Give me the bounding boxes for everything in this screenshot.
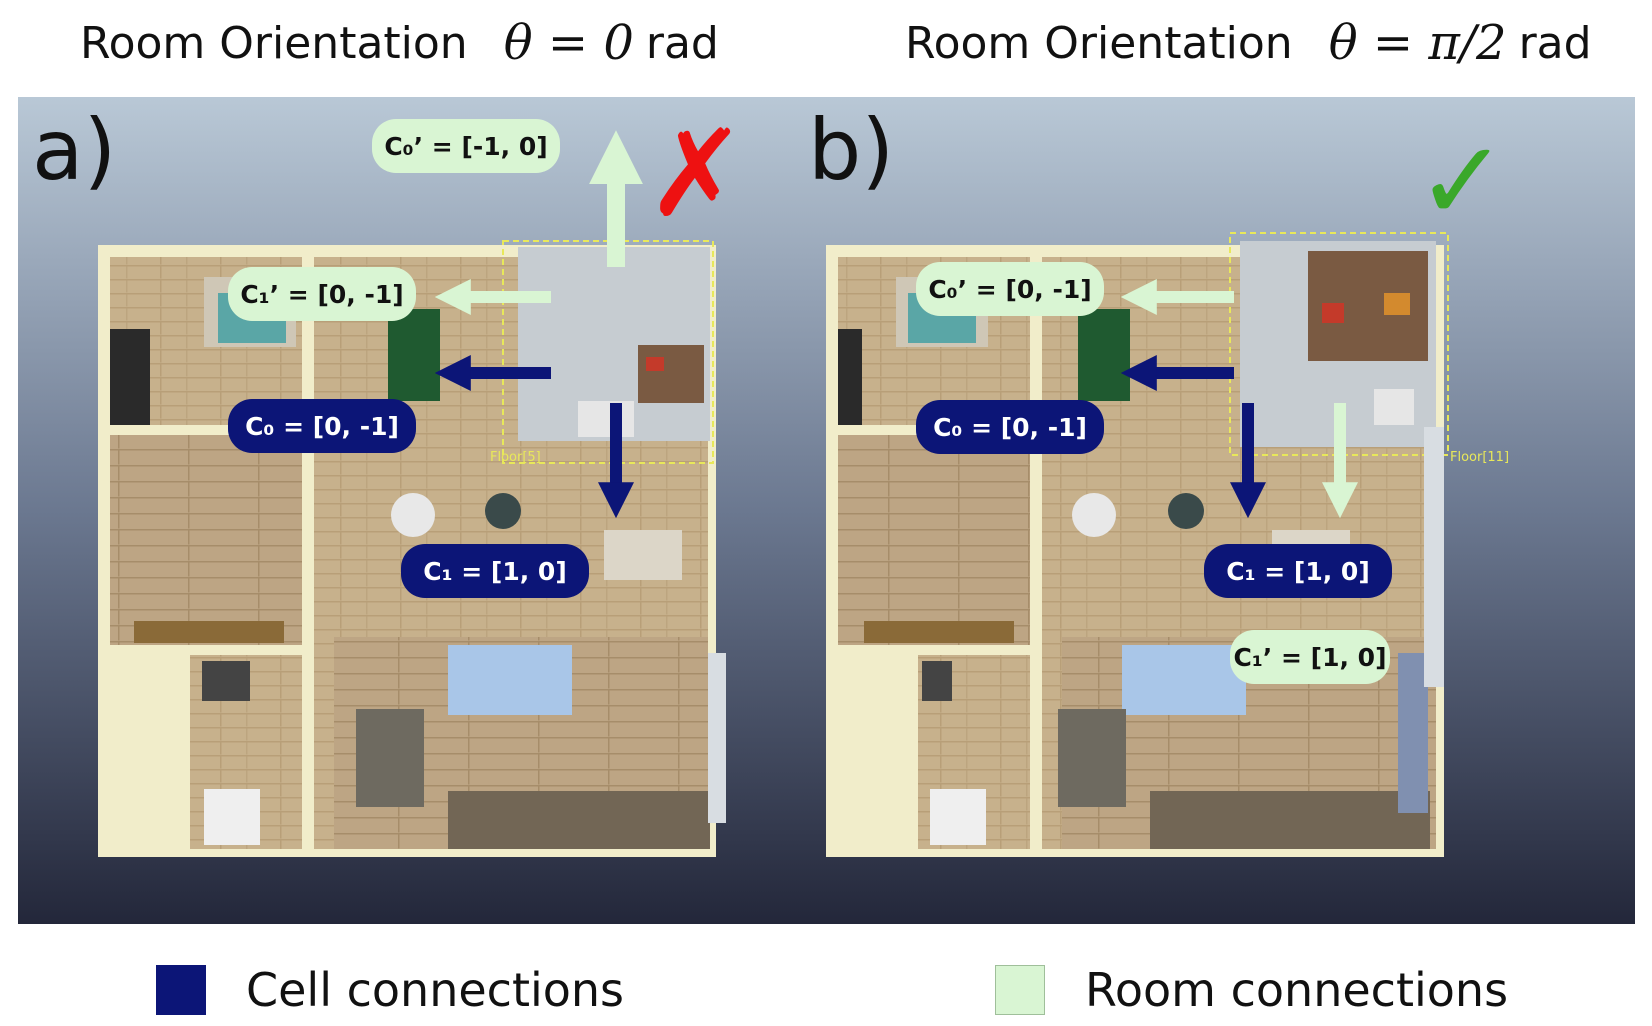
panel-a-c0-room-text: C₀’ = [-1, 0] — [384, 132, 547, 161]
panel-b-c0-cell-text: C₀ = [0, -1] — [933, 413, 1087, 442]
panel-b-check-icon: ✓ — [1416, 117, 1508, 245]
panel-a-c0-cell-text: C₀ = [0, -1] — [245, 412, 399, 441]
legend-cell-swatch — [156, 965, 206, 1015]
title-b-text: Room Orientation — [905, 17, 1293, 69]
panel-a-label-c1-room: C₁’ = [0, -1] — [228, 267, 416, 321]
panel-b-label-c0-room: C₀’ = [0, -1] — [916, 262, 1104, 316]
panel-b-label-c1-room: C₁’ = [1, 0] — [1230, 630, 1390, 684]
title-panel-b: Room Orientation θ = π/2 rad — [905, 8, 1592, 78]
panel-a-floor-tag: Floor[5] — [490, 450, 541, 465]
panel-a-letter: a) — [32, 101, 116, 199]
floorplan-scene: Floor[5] C₀’ = [-1, 0] C₁’ = [0, -1] C₀ … — [18, 97, 1635, 924]
panel-b-c1-room-text: C₁’ = [1, 0] — [1234, 643, 1387, 672]
title-a-math: θ = 0 — [503, 15, 634, 71]
legend-cell-label: Cell connections — [246, 963, 625, 1017]
legend-room-connections: Room connections — [995, 962, 1508, 1018]
panel-b-c1-cell-text: C₁ = [1, 0] — [1226, 557, 1370, 586]
panel-a-label-c1-cell: C₁ = [1, 0] — [401, 544, 589, 598]
title-b-unit: rad — [1518, 17, 1592, 69]
title-a-unit: rad — [645, 17, 719, 69]
scene-svg: Floor[5] C₀’ = [-1, 0] C₁’ = [0, -1] C₀ … — [18, 97, 1635, 924]
panel-b-floorplan: Floor[11] — [826, 232, 1509, 857]
title-b-math: θ = π/2 — [1328, 15, 1507, 71]
legend-room-swatch — [995, 965, 1045, 1015]
panel-b-label-c0-cell: C₀ = [0, -1] — [916, 400, 1104, 454]
panel-b-label-c1-cell: C₁ = [1, 0] — [1204, 544, 1392, 598]
title-panel-a: Room Orientation θ = 0 rad — [80, 8, 719, 78]
legend-room-label: Room connections — [1085, 963, 1509, 1017]
panel-a-cross-icon: ✗ — [646, 105, 747, 244]
panel-b-floor-tag: Floor[11] — [1450, 450, 1509, 465]
panel-a-label-c0-cell: C₀ = [0, -1] — [228, 399, 416, 453]
panel-a-label-c0-room: C₀’ = [-1, 0] — [372, 119, 560, 173]
title-a-text: Room Orientation — [80, 17, 468, 69]
legend-cell-connections: Cell connections — [156, 962, 624, 1018]
panel-a-c1-room-text: C₁’ = [0, -1] — [240, 280, 403, 309]
panel-b-c0-room-text: C₀’ = [0, -1] — [928, 275, 1091, 304]
panel-a-c1-cell-text: C₁ = [1, 0] — [423, 557, 567, 586]
panel-b-letter: b) — [808, 101, 894, 199]
